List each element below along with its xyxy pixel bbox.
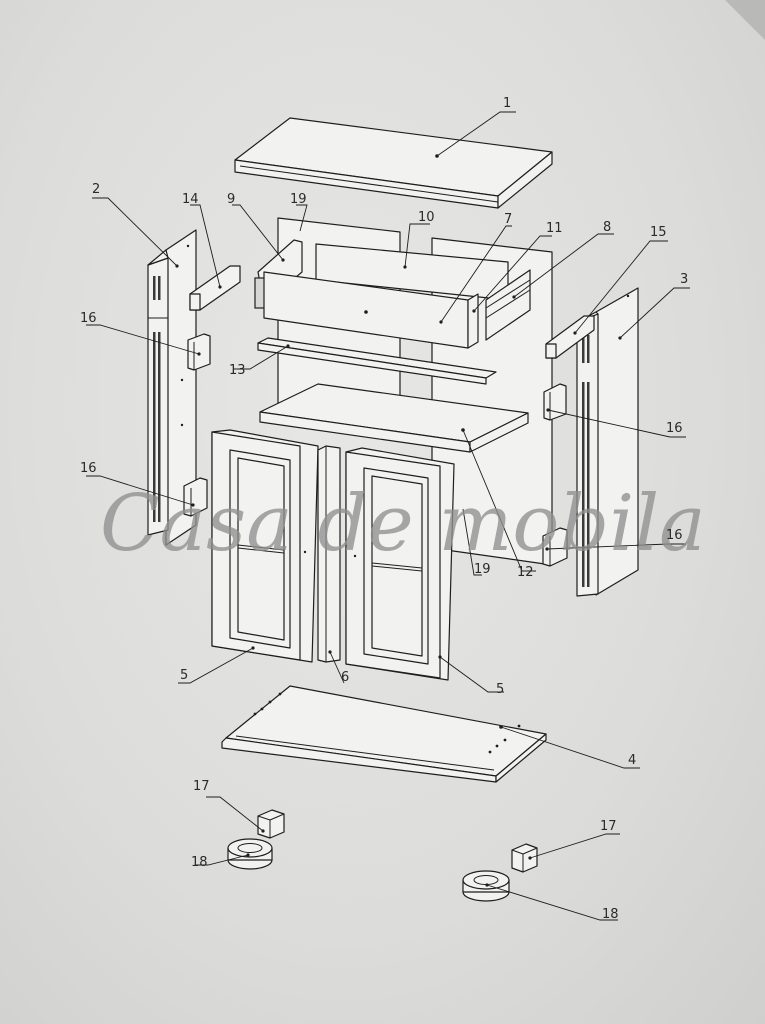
page-corner: [725, 0, 765, 40]
watermark-text: Casa de mobila: [100, 479, 706, 569]
callout-18-left: 18: [191, 855, 208, 870]
part-17-foot-block-right: [511, 843, 538, 873]
callout-10: 10: [418, 210, 435, 225]
callout-2: 2: [92, 182, 100, 197]
part-5-door-left: [211, 429, 319, 663]
part-4-bottom-panel: [221, 685, 547, 783]
callout-5-left: 5: [180, 668, 188, 683]
callout-8: 8: [603, 220, 611, 235]
callout-16-right-lower: 16: [666, 528, 683, 543]
callout-19-upper: 19: [290, 192, 307, 207]
callout-19-lower: 19: [474, 562, 491, 577]
callout-18-right: 18: [602, 907, 619, 922]
callout-11: 11: [546, 221, 563, 236]
callout-14: 14: [182, 192, 199, 207]
callout-12: 12: [517, 565, 534, 580]
part-16-block-left-upper: [187, 333, 211, 371]
callout-5-right: 5: [496, 682, 504, 697]
callout-1: 1: [503, 96, 511, 111]
part-7-drawer-front: [263, 271, 479, 349]
part-12-shelf: [259, 383, 529, 453]
callout-labels: 1 2 3 4 5 6 5 7 8 9 10 11 12 13 14 15 16…: [80, 96, 688, 922]
leader-lines: [86, 111, 690, 921]
part-8-drawer-side-right: [472, 269, 531, 341]
callout-16-left-lower: 16: [80, 461, 97, 476]
callout-16-left-upper: 16: [80, 311, 97, 326]
part-16-block-left-lower: [183, 477, 208, 517]
part-18-foot-left: [227, 838, 273, 870]
part-14-connector-left: [189, 265, 241, 311]
callout-6: 6: [341, 670, 349, 685]
callout-16-right-upper: 16: [666, 421, 683, 436]
callout-7: 7: [504, 212, 512, 227]
part-13-rail: [257, 337, 497, 385]
callout-3: 3: [680, 272, 688, 287]
part-18-foot-right: [462, 870, 510, 902]
callout-4: 4: [628, 753, 636, 768]
part-6-center-stile: [317, 445, 341, 663]
callout-9: 9: [227, 192, 235, 207]
callout-17-left: 17: [193, 779, 210, 794]
callout-13: 13: [229, 363, 246, 378]
callout-15: 15: [650, 225, 667, 240]
part-5-door-right: [345, 447, 455, 681]
callout-17-right: 17: [600, 819, 617, 834]
part-3-right-side: [576, 287, 639, 597]
part-2-left-side: [147, 229, 197, 546]
part-17-foot-block-left: [257, 809, 285, 839]
part-16-block-right-lower: [542, 527, 568, 567]
part-1-top-panel: [234, 117, 553, 209]
